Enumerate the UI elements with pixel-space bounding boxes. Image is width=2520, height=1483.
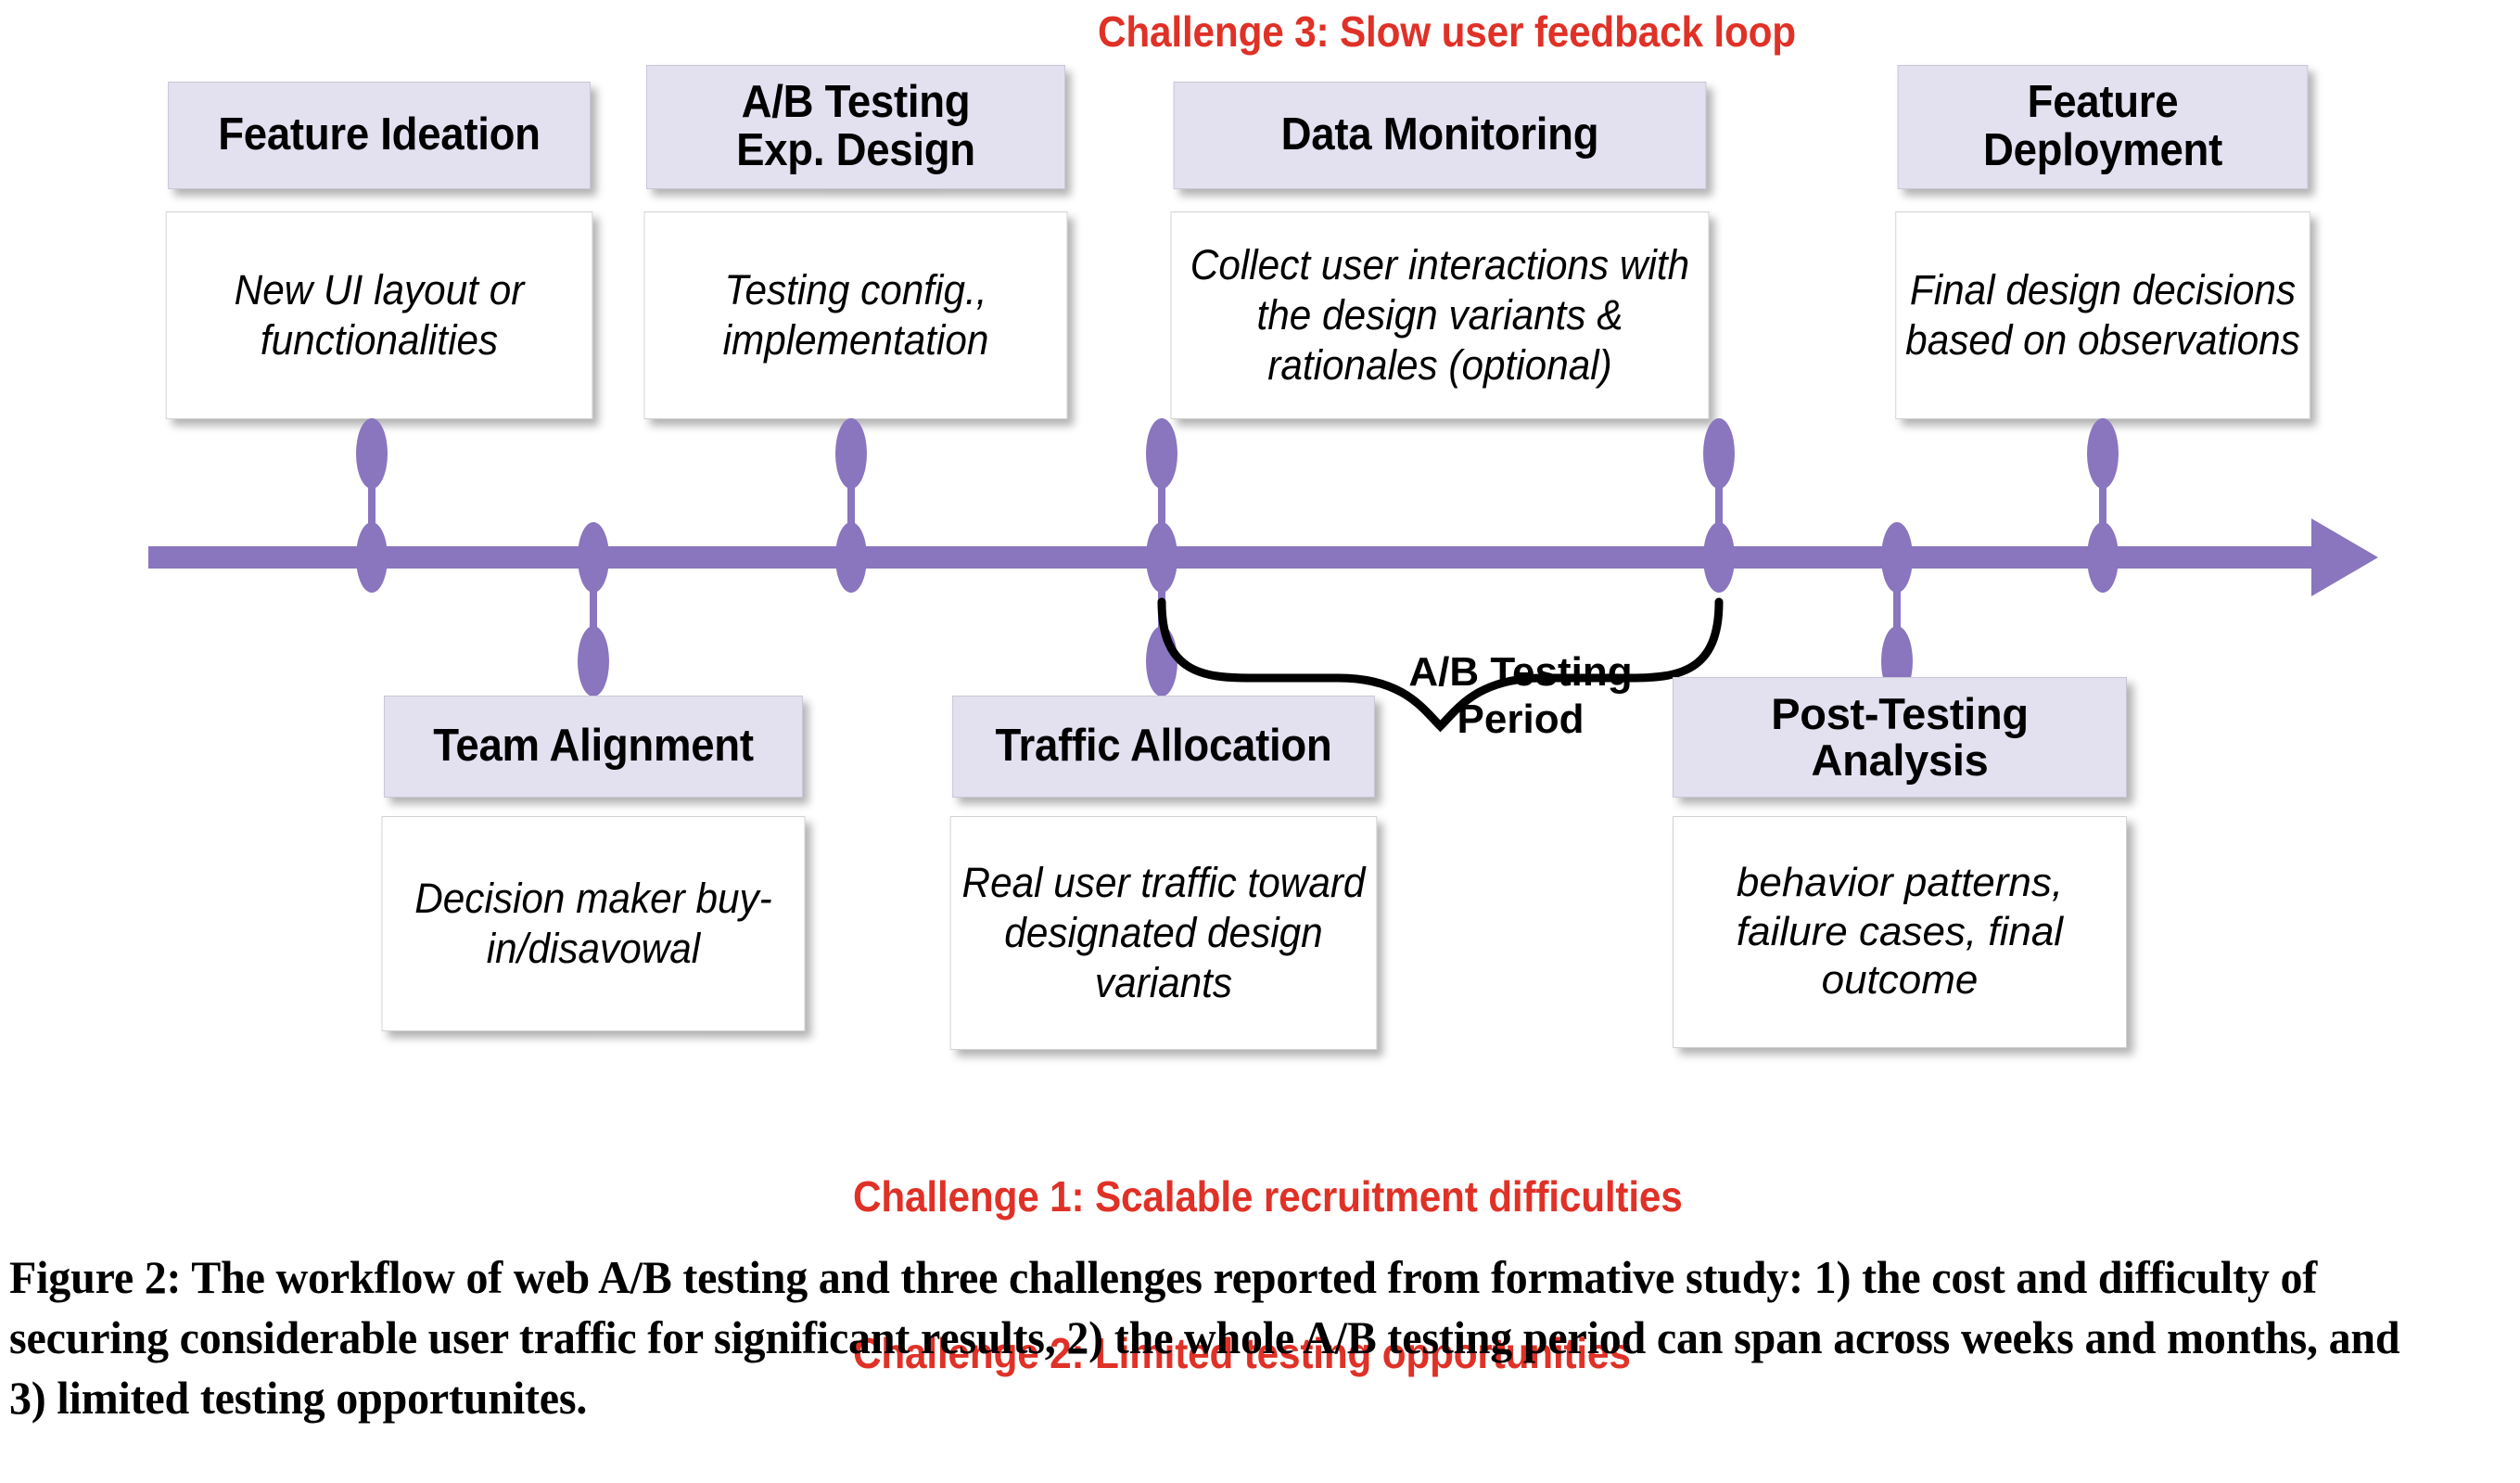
timeline-arrowhead <box>2311 518 2378 596</box>
timeline-axis-dot-4 <box>1703 522 1735 593</box>
stage-desc-feature-deployment: Final design decisions based on observat… <box>1895 211 2310 419</box>
timeline-stem-3-up <box>1158 454 1165 557</box>
stage-header-ab-testing-exp-design[interactable]: A/B Testing Exp. Design <box>646 65 1065 189</box>
timeline-axis <box>148 546 2311 569</box>
stage-desc-team-alignment: Decision maker buy-in/disavowal <box>381 816 806 1031</box>
stage-desc-feature-ideation: New UI layout or functionalities <box>165 211 593 419</box>
timeline-stem-3-down <box>1158 557 1165 661</box>
timeline-marker-dot-2-up <box>835 418 867 489</box>
timeline-stem-6-up <box>2099 454 2106 557</box>
ab-testing-period-line1: A/B Testing <box>1408 649 1633 695</box>
ab-testing-period-label: A/B Testing Period <box>1326 649 1715 743</box>
figure-caption: Figure 2: The workflow of web A/B testin… <box>9 1251 2400 1424</box>
timeline-marker-dot-3-down <box>1146 626 1177 697</box>
stage-header-feature-ideation[interactable]: Feature Ideation <box>168 82 591 189</box>
ab-testing-period-line2: Period <box>1457 696 1585 742</box>
timeline-marker-dot-6-up <box>2087 418 2119 489</box>
timeline-stem-2-up <box>847 454 855 557</box>
stage-header-post-testing-analysis[interactable]: Post-Testing Analysis <box>1673 677 2127 798</box>
timeline-stem-4-up <box>1715 454 1723 557</box>
timeline-axis-dot-2 <box>835 522 867 593</box>
timeline-axis-dot-6 <box>2087 522 2119 593</box>
timeline-axis-dot-5 <box>1881 522 1913 593</box>
stage-desc-ab-testing-exp-design: Testing config., implementation <box>643 211 1068 419</box>
timeline-marker-dot-0-up <box>356 418 388 489</box>
timeline-axis-dot-1 <box>578 522 609 593</box>
timeline-marker-dot-3-up <box>1146 418 1177 489</box>
stage-header-feature-deployment[interactable]: Feature Deployment <box>1897 65 2309 189</box>
challenge-2-label: Challenge 2: Limited testing opportuniti… <box>853 1328 1631 1377</box>
timeline-marker-dot-1-down <box>578 626 609 697</box>
stage-header-traffic-allocation[interactable]: Traffic Allocation <box>952 696 1375 798</box>
timeline-marker-dot-4-up <box>1703 418 1735 489</box>
timeline-stem-1-down <box>590 557 597 661</box>
stage-header-team-alignment[interactable]: Team Alignment <box>384 696 803 798</box>
stage-header-data-monitoring[interactable]: Data Monitoring <box>1173 82 1707 189</box>
stage-desc-traffic-allocation: Real user traffic toward designated desi… <box>949 816 1378 1050</box>
challenge-1-2-labels: Challenge 1: Scalable recruitment diffic… <box>853 1067 1877 1483</box>
challenge-1-label: Challenge 1: Scalable recruitment diffic… <box>853 1172 1683 1221</box>
figure-container: Challenge 3: Slow user feedback loop Fea… <box>9 7 2400 1424</box>
timeline-stem-0-up <box>368 454 375 557</box>
timeline-axis-dot-0 <box>356 522 388 593</box>
stage-desc-data-monitoring: Collect user interactions with the desig… <box>1170 211 1710 419</box>
challenge-3-label: Challenge 3: Slow user feedback loop <box>1098 7 1796 56</box>
timeline-axis-dot-3 <box>1146 522 1177 593</box>
timeline-stem-5-down <box>1893 557 1901 661</box>
stage-desc-post-testing-analysis: behavior patterns, failure cases, final … <box>1673 816 2127 1048</box>
